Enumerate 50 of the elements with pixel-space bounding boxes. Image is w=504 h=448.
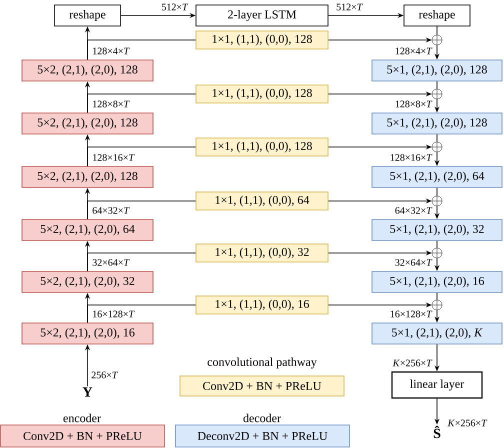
pathway-box: 1×1, (1,1), (0,0), 64 [196, 192, 328, 210]
sum-circle [432, 248, 442, 258]
encoder-box: 5×2, (2,1), (2,0), 128 [22, 112, 154, 134]
decoder-box: 5×1, (2,1), (2,0), 64 [372, 166, 502, 188]
pathway-box: 1×1, (1,1), (0,0), 128 [196, 30, 328, 50]
decoder-box: 5×1, (2,1), (2,0), 128 [372, 60, 502, 82]
pathway-box: 1×1, (1,1), (0,0), 32 [196, 244, 328, 262]
legend-heading: decoder [243, 414, 281, 422]
sum-circle [432, 196, 442, 206]
processing-box: reshape [404, 4, 470, 26]
sum-circle [432, 34, 442, 46]
encoder-box: 5×2, (2,1), (2,0), 32 [22, 271, 154, 293]
edge-label: 128×16×T [390, 154, 432, 161]
pathway-box: 1×1, (1,1), (0,0), 16 [196, 296, 328, 314]
edge-label: 128×4×T [93, 48, 130, 54]
sum-circle [432, 88, 442, 100]
edge-label: 64×32×T [92, 207, 130, 214]
encoder-box: 5×2, (2,1), (2,0), 16 [22, 322, 154, 344]
encoder-box: 5×2, (2,1), (2,0), 128 [22, 60, 154, 82]
edge-label: 128×8×T [93, 100, 130, 108]
edge-label: 64×32×T [395, 207, 432, 214]
processing-box: reshape [54, 4, 121, 26]
edge-label: 32×64×T [92, 259, 130, 266]
edge-label: 32×64×T [395, 259, 432, 266]
symbol-label: Y [82, 387, 92, 397]
edge-label: 256×T [92, 372, 118, 378]
pathway-box: 1×1, (1,1), (0,0), 128 [196, 138, 328, 156]
encoder-box: 5×2, (2,1), (2,0), 64 [22, 219, 154, 241]
sum-circle [432, 142, 442, 152]
decoder-box: 5×1, (2,1), (2,0), 16 [372, 271, 502, 293]
symbol-label: Ŝ [434, 426, 440, 438]
edge-label: 128×4×T [396, 48, 432, 54]
processing-box: 2-layer LSTM [196, 4, 328, 26]
edge-label: 16×128×T [390, 310, 432, 318]
decoder-box: 5×1, (2,1), (2,0), 128 [372, 112, 502, 134]
edge-label: K×256×T [392, 360, 432, 366]
legend-heading: encoder [63, 414, 101, 422]
edge-label: 512×T [162, 4, 188, 10]
linear-layer-box: linear layer [391, 371, 483, 399]
legend-heading: convolutional pathway [208, 358, 317, 368]
edge-label: 128×8×T [396, 100, 432, 108]
pathway-box: 1×1, (1,1), (0,0), 128 [196, 84, 328, 104]
encoder-box: 5×2, (2,1), (2,0), 128 [22, 166, 154, 188]
decoder-box: 5×1, (2,1), (2,0), K [372, 322, 502, 344]
edge-label: K×256×T [448, 420, 488, 426]
edge-label: 16×128×T [93, 310, 135, 318]
sum-circle [432, 300, 442, 310]
decoder-box: 5×1, (2,1), (2,0), 32 [372, 219, 502, 241]
edge-label: 128×16×T [93, 154, 135, 161]
edge-label: 512×T [336, 4, 363, 10]
